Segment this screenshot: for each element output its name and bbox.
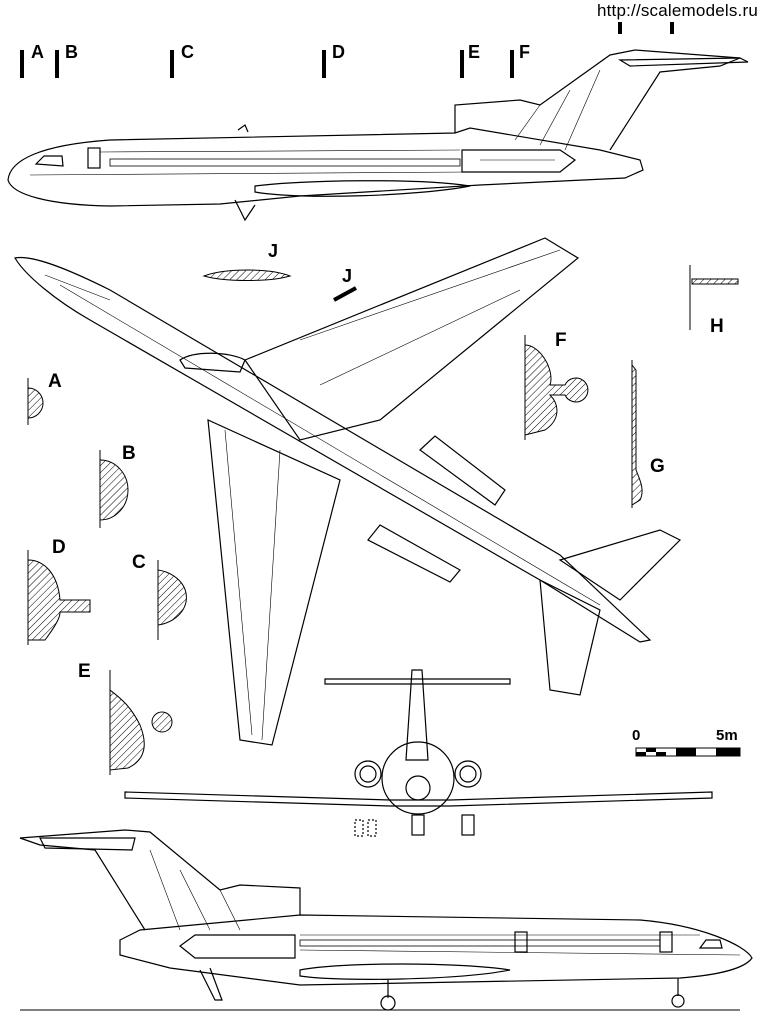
scale-bar: 0 5m	[632, 727, 741, 757]
section-label-c: C	[132, 552, 146, 573]
section-label-j-top: J	[268, 241, 278, 261]
front-view	[124, 669, 713, 837]
section-label-j-plan: J	[342, 266, 352, 286]
section-marker-b: B	[65, 42, 78, 62]
side-view-top	[7, 49, 749, 222]
section-markers	[20, 10, 674, 78]
section-label-f: F	[555, 330, 567, 351]
section-letters: A B C D E F G H	[48, 316, 724, 682]
section-label-e: E	[78, 661, 91, 682]
section-label-a: A	[48, 371, 62, 392]
scale-bar-start-label: 0	[632, 727, 640, 744]
section-label-g: G	[650, 456, 665, 477]
section-label-d: D	[52, 537, 66, 558]
section-marker-letters: A B C D E F	[31, 42, 530, 62]
cross-sections	[27, 265, 739, 775]
side-view-bottom	[19, 829, 753, 1011]
section-marker-e: E	[468, 42, 480, 62]
section-marker-d: D	[332, 42, 345, 62]
section-j: J J	[202, 241, 357, 302]
scale-bar-end-label: 5m	[716, 727, 738, 744]
section-marker-a: A	[31, 42, 44, 62]
plan-view	[14, 237, 682, 746]
watermark-text: http://scalemodels.ru	[596, 1, 758, 20]
section-label-b: B	[122, 443, 136, 464]
watermark: http://scalemodels.ru	[590, 0, 762, 22]
section-marker-c: C	[181, 42, 194, 62]
section-marker-f: F	[519, 42, 530, 62]
section-label-h: H	[710, 316, 724, 337]
